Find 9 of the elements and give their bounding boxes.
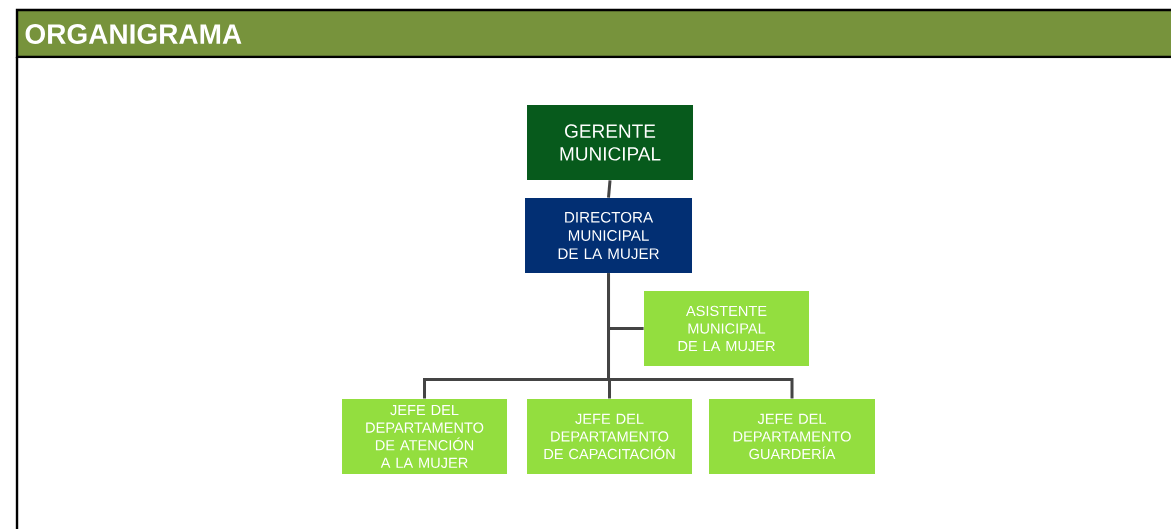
org-box: DIRECTORA MUNICIPAL DE LA MUJER <box>525 198 692 273</box>
connector-line <box>607 180 612 198</box>
org-box: ASISTENTE MUNICIPAL DE LA MUJER <box>644 291 809 366</box>
org-box: JEFE DEL DEPARTAMENTO DE CAPACITACIÓN <box>527 399 692 474</box>
connector-line <box>607 273 794 399</box>
org-box: JEFE DEL DEPARTAMENTO GUARDERÍA <box>709 399 875 474</box>
org-box: JEFE DEL DEPARTAMENTO DE ATENCIÓN A LA MUJER <box>342 399 507 474</box>
title-banner: ORGANIGRAMA <box>15 8 1171 59</box>
org-box: GERENTE MUNICIPAL <box>527 105 693 180</box>
